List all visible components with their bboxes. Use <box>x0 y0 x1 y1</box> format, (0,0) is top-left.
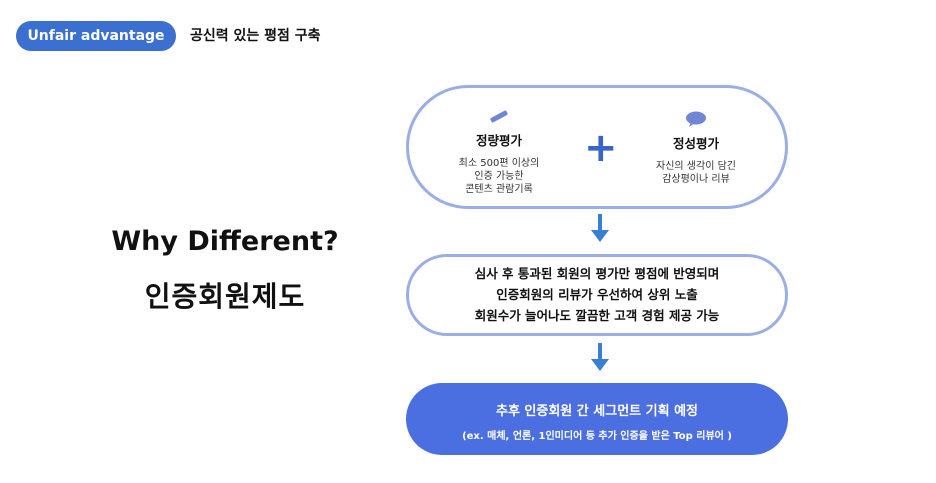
down-arrow-icon <box>591 343 609 371</box>
unfair-advantage-badge: Unfair advantage <box>16 21 176 51</box>
description-line: 인증회원의 리뷰가 우선하여 상위 노출 <box>496 287 698 302</box>
pencil-icon <box>439 106 559 126</box>
headline-question: Why Different? <box>111 226 339 257</box>
evaluation-criteria-box: 정량평가 최소 500편 이상의 인증 가능한 콘텐츠 관람기록 + 정성평가 … <box>406 85 788 209</box>
down-arrow-icon <box>591 214 609 242</box>
quantitative-title: 정량평가 <box>475 133 522 148</box>
qualitative-column: 정성평가 자신의 생각이 담긴 감상평이나 리뷰 <box>631 106 761 186</box>
description-line: 심사 후 통과된 회원의 평가만 평점에 반영되며 <box>474 266 720 281</box>
quantitative-column: 정량평가 최소 500편 이상의 인증 가능한 콘텐츠 관람기록 <box>439 106 559 196</box>
future-plan-title: 추후 인증회원 간 세그먼트 기획 예정 <box>495 404 699 419</box>
future-plan-example: (ex. 매체, 언론, 1인미디어 등 추가 인증을 받은 Top 리뷰어 ) <box>462 431 732 442</box>
headline-subject: 인증회원제도 <box>144 280 306 313</box>
qualitative-desc: 자신의 생각이 담긴 감상평이나 리뷰 <box>656 161 736 185</box>
plus-icon: + <box>584 125 618 171</box>
description-line: 회원수가 늘어나도 깔끔한 고객 경험 제공 가능 <box>474 308 720 323</box>
certification-description-box: 심사 후 통과된 회원의 평가만 평점에 반영되며 인증회원의 리뷰가 우선하여… <box>406 254 788 336</box>
qualitative-title: 정성평가 <box>672 136 719 151</box>
page-title: 공신력 있는 평점 구축 <box>190 28 321 44</box>
future-plan-box: 추후 인증회원 간 세그먼트 기획 예정 (ex. 매체, 언론, 1인미디어 … <box>406 383 788 455</box>
quantitative-desc: 최소 500편 이상의 인증 가능한 콘텐츠 관람기록 <box>458 158 540 195</box>
speech-bubble-icon <box>631 109 761 129</box>
